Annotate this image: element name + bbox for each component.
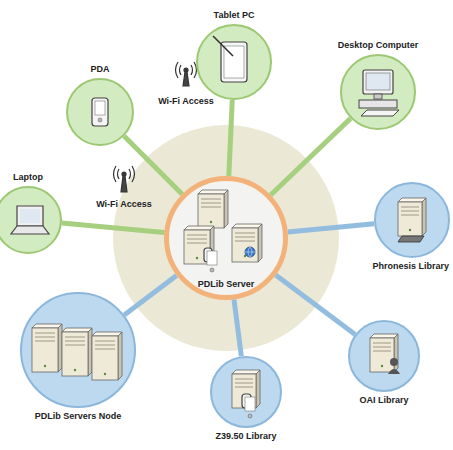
hub-node: PDLib Server xyxy=(164,176,288,300)
device-node: Desktop Computer xyxy=(340,54,416,130)
node-label: PDLib Servers Node xyxy=(35,411,122,422)
node-circle xyxy=(196,24,272,100)
connector-line xyxy=(288,224,374,232)
wifi-label: Wi-Fi Access xyxy=(96,199,152,210)
device-node: Z39.50 Library xyxy=(210,356,282,428)
device-node: PDLib Servers Node xyxy=(20,292,136,408)
node-label: Tablet PC xyxy=(214,10,255,21)
device-node: PDA xyxy=(66,78,134,146)
node-circle xyxy=(210,356,282,428)
node-label: PDA xyxy=(90,64,109,75)
connector-line xyxy=(124,136,182,194)
node-circle xyxy=(348,320,420,392)
node-label: OAI Library xyxy=(359,395,408,406)
connector-line xyxy=(124,275,176,315)
device-node: Phronesis Library xyxy=(374,182,450,258)
connector-line xyxy=(276,275,355,334)
node-circle xyxy=(374,182,450,258)
node-circle xyxy=(66,78,134,146)
node-label: Z39.50 Library xyxy=(215,431,276,442)
node-label: PDLib Server xyxy=(198,279,255,290)
node-label: Desktop Computer xyxy=(338,40,419,51)
wifi-label: Wi-Fi Access xyxy=(158,96,214,107)
connector-line xyxy=(271,118,351,195)
device-node: OAI Library xyxy=(348,320,420,392)
device-node: Laptop xyxy=(0,186,62,254)
connector-line xyxy=(229,100,232,176)
node-label: Laptop xyxy=(13,172,43,183)
connector-line xyxy=(234,299,241,356)
node-circle xyxy=(0,186,62,254)
wifi-antenna xyxy=(114,166,135,192)
node-circle xyxy=(20,292,136,408)
device-node: Tablet PC xyxy=(196,24,272,100)
wifi-antenna xyxy=(176,62,197,86)
node-label: Phronesis Library xyxy=(372,261,449,272)
connector-line xyxy=(62,223,164,232)
node-circle xyxy=(340,54,416,130)
